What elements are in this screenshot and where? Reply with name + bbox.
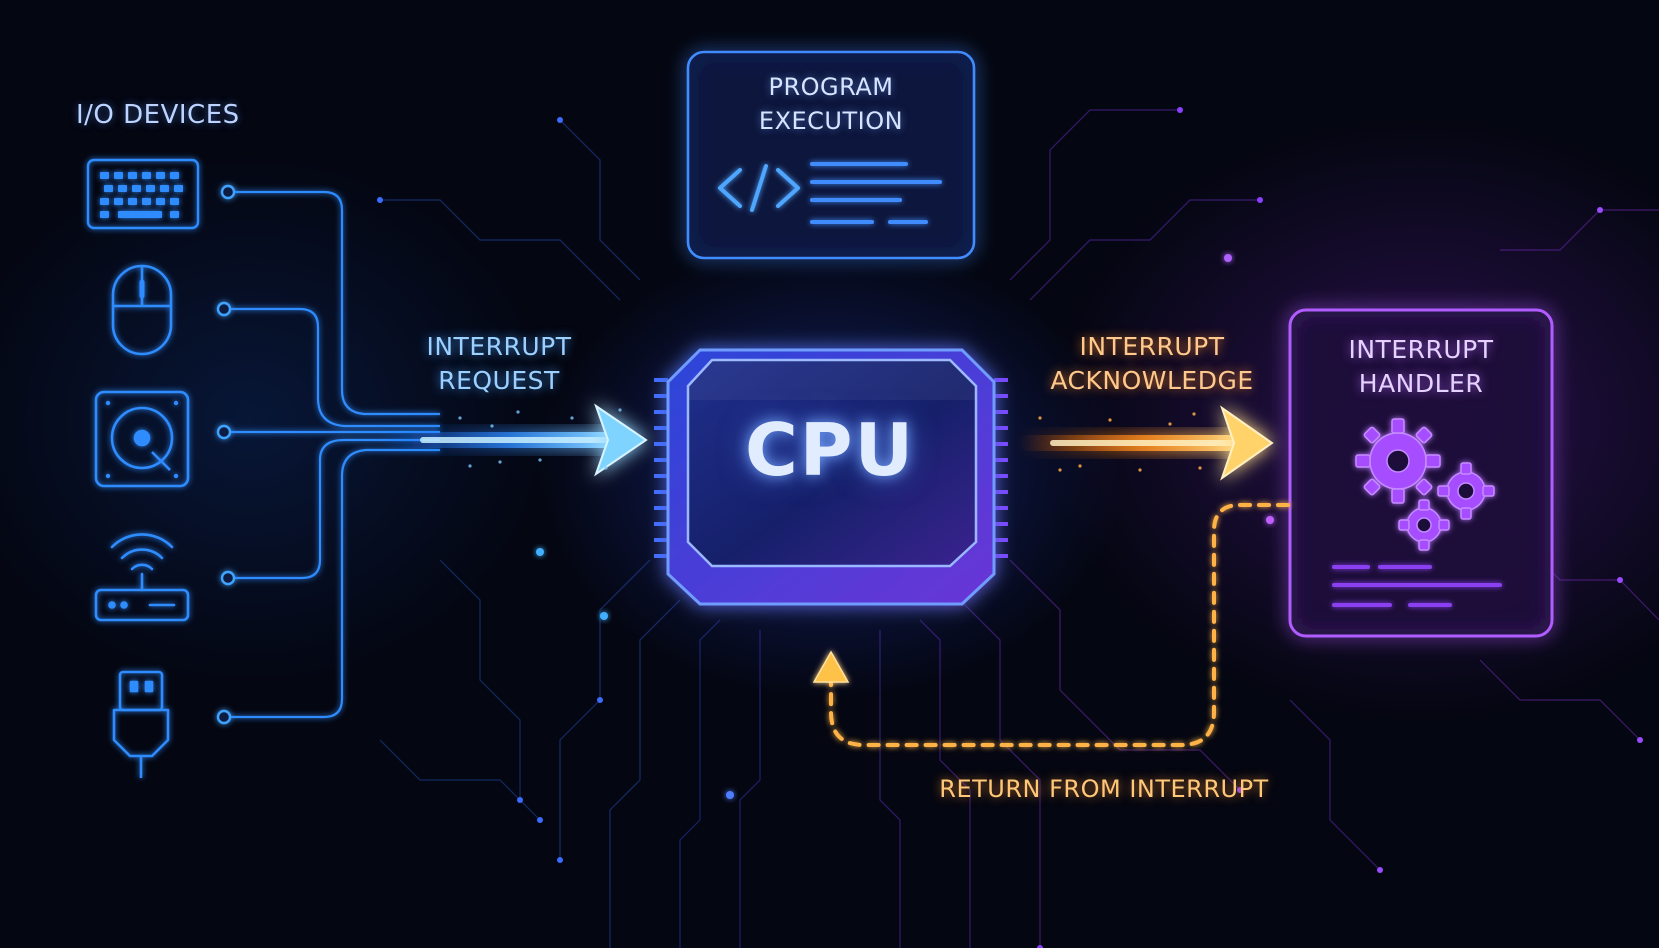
program-execution-box xyxy=(686,50,976,260)
interrupt-request-label-text: INTERRUPT REQUEST xyxy=(426,332,572,395)
usb-plug-icon xyxy=(112,670,170,778)
code-lines xyxy=(810,162,942,224)
interrupt-acknowledge-arrow xyxy=(1020,405,1274,481)
gears-icon xyxy=(1355,418,1495,551)
io-devices-title: I/O DEVICES xyxy=(76,100,240,130)
circuit-nodes xyxy=(377,107,1643,948)
hard-disk-icon xyxy=(94,390,190,488)
interrupt-request-arrow xyxy=(380,403,648,477)
keyboard-icon xyxy=(86,158,200,230)
interrupt-acknowledge-label-text: INTERRUPT ACKNOWLEDGE xyxy=(1050,332,1254,395)
wifi-router-icon xyxy=(94,533,190,622)
return-from-interrupt-label: RETURN FROM INTERRUPT xyxy=(939,775,1269,803)
return-from-interrupt-path xyxy=(812,503,1290,747)
mouse-icon xyxy=(111,264,173,356)
circuit-traces xyxy=(379,109,1659,948)
cpu-label: CPU xyxy=(744,408,916,492)
interrupt-request-label: INTERRUPT REQUEST xyxy=(392,330,606,398)
interrupt-handler-label: INTERRUPT HANDLER xyxy=(1292,333,1550,401)
cpu-chip xyxy=(654,338,1008,628)
handler-lines xyxy=(1332,565,1502,607)
interrupt-handler-label-text: INTERRUPT HANDLER xyxy=(1348,335,1494,398)
interrupt-handler-box xyxy=(1288,308,1554,638)
code-icon xyxy=(718,164,800,212)
interrupt-acknowledge-label: INTERRUPT ACKNOWLEDGE xyxy=(1034,330,1270,398)
device-connector-dots xyxy=(216,184,236,725)
program-execution-label: PROGRAM EXECUTION xyxy=(688,70,974,138)
device-bus-lines xyxy=(224,190,440,719)
program-execution-label-text: PROGRAM EXECUTION xyxy=(758,73,904,135)
